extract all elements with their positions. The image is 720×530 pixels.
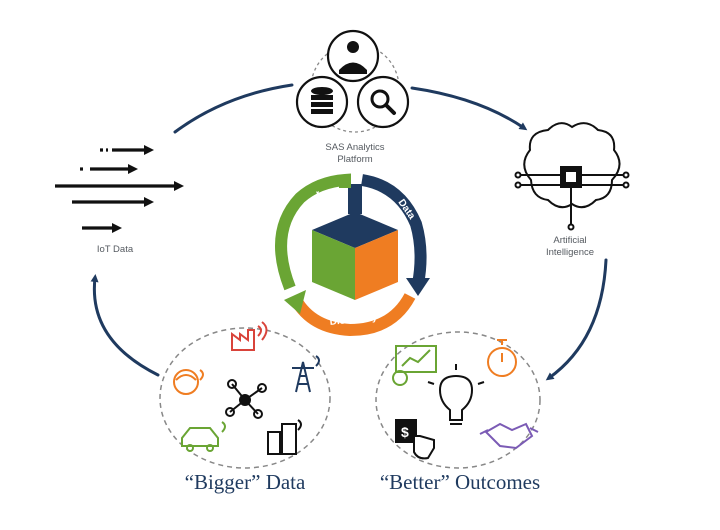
magnifier-gear-icon bbox=[356, 75, 410, 129]
deployment-arc bbox=[275, 173, 351, 291]
arrow-ai-to-outcomes bbox=[545, 258, 608, 381]
ai-label-line1: Artificial bbox=[553, 235, 587, 246]
brain-circuit-icon bbox=[514, 122, 630, 231]
better-outcomes-label: “Better” Outcomes bbox=[379, 470, 541, 494]
svg-text:$: $ bbox=[401, 424, 409, 440]
network-nodes-icon bbox=[225, 379, 267, 419]
platform-label-line2: Platform bbox=[337, 154, 373, 165]
bigger-data-group bbox=[159, 321, 331, 469]
buildings-icon bbox=[267, 419, 302, 455]
data-arc-head bbox=[406, 278, 430, 296]
monitor-chart-icon bbox=[392, 345, 437, 386]
bigger-data-label: “Bigger” Data bbox=[184, 470, 306, 494]
arrow-data-to-iot bbox=[90, 274, 160, 377]
better-outcomes-group: $ bbox=[375, 331, 541, 469]
lightbulb-brain-icon bbox=[427, 364, 485, 425]
person-icon bbox=[173, 369, 204, 395]
iot-label: IoT Data bbox=[96, 244, 134, 255]
stopwatch-icon bbox=[487, 339, 517, 377]
center-cube bbox=[312, 184, 398, 300]
outer-cycle-arrows bbox=[90, 83, 608, 381]
factory-icon bbox=[231, 321, 268, 351]
deployment-arc-head bbox=[284, 290, 306, 314]
car-icon bbox=[181, 421, 226, 452]
discovery-arc bbox=[290, 292, 416, 337]
platform-label-line1: SAS Analytics bbox=[325, 142, 385, 153]
cycle-discovery-label: Discovery bbox=[329, 312, 378, 328]
cube-left bbox=[312, 230, 355, 300]
handshake-icon bbox=[479, 422, 539, 450]
arrow-platform-to-ai bbox=[410, 86, 528, 131]
data-arc bbox=[360, 174, 427, 286]
cube-right bbox=[355, 230, 398, 300]
arrow-iot-to-platform bbox=[173, 83, 294, 134]
platform-group bbox=[295, 29, 410, 133]
power-tower-icon bbox=[292, 355, 320, 393]
streaming-arrows-icon bbox=[55, 145, 184, 233]
dollar-touch-icon: $ bbox=[395, 419, 435, 460]
ai-label-line2: Intelligence bbox=[545, 247, 595, 258]
